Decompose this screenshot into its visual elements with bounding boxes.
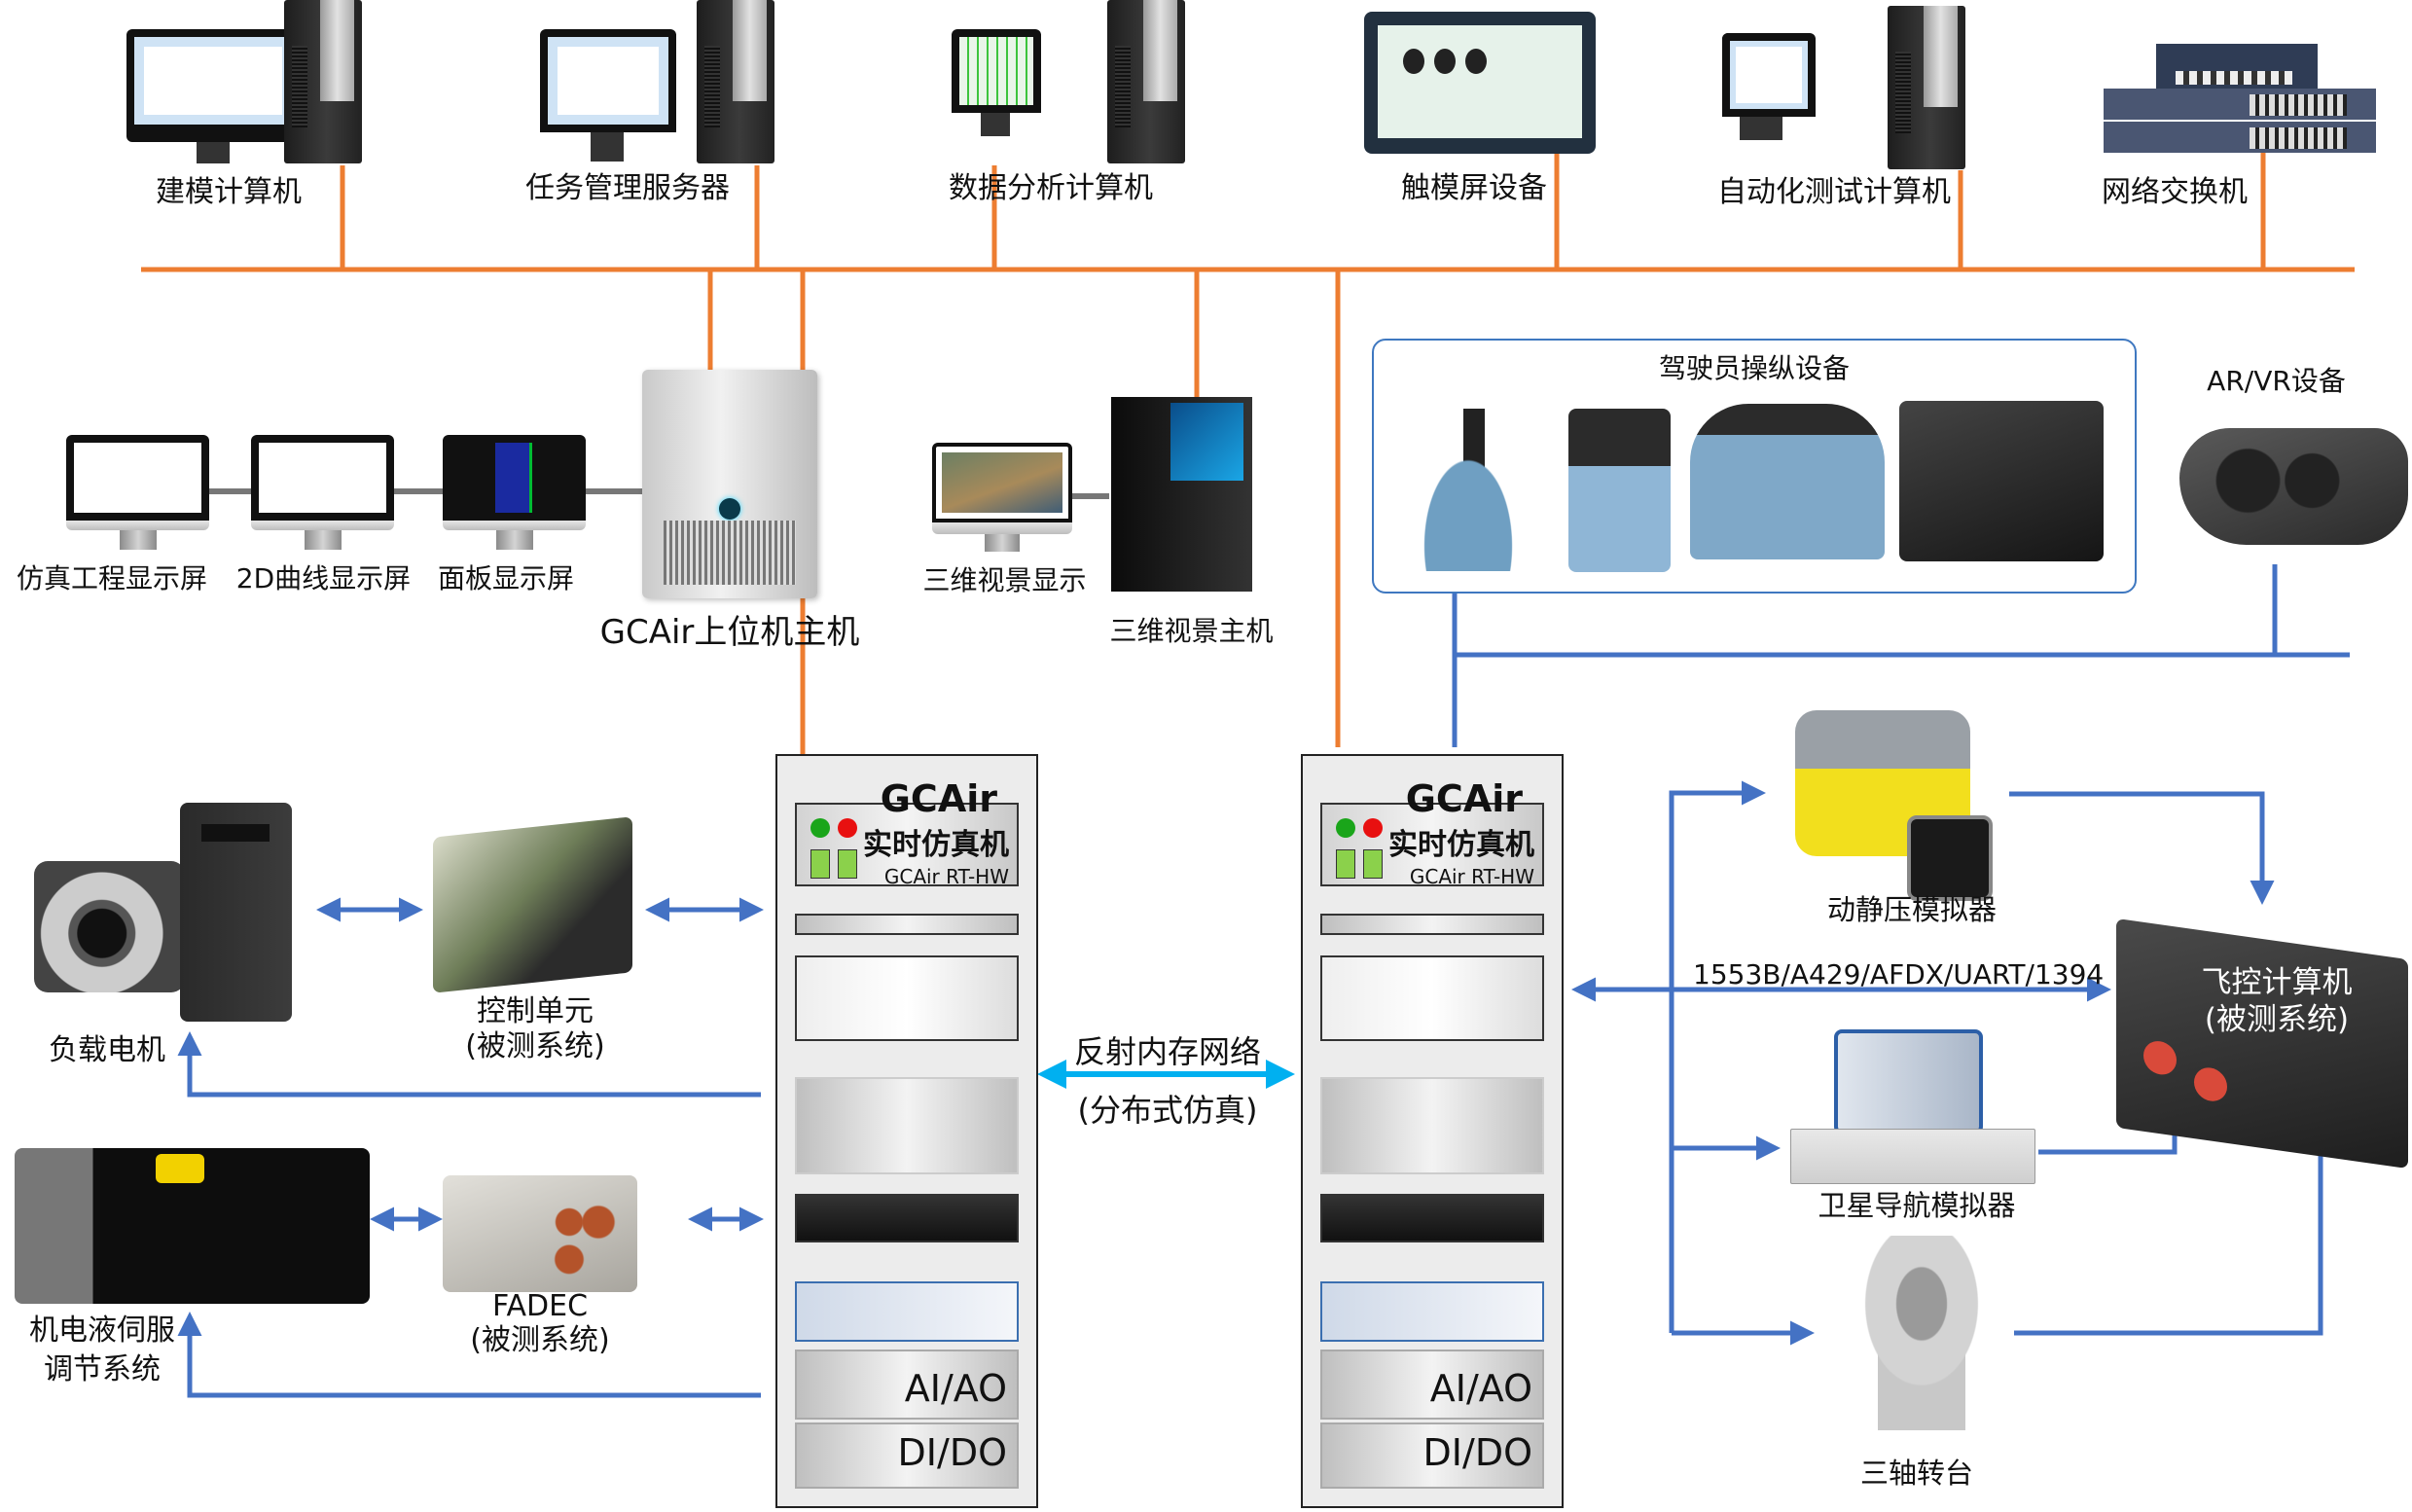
sim-project-monitor [66, 435, 209, 552]
rack-to-motor-feedback [177, 1031, 761, 1098]
auto-test-monitor-full [1722, 33, 1816, 142]
touch-screen-device [1364, 12, 1596, 154]
label-network-switch: 网络交换机 [2102, 175, 2248, 209]
visual-3d-host [1111, 397, 1252, 592]
servo-display [201, 824, 270, 842]
flight-control-computer [2116, 918, 2408, 1170]
label-pilot-controls: 驾驶员操纵设备 [1658, 352, 1850, 384]
data-analysis-monitor [952, 29, 1041, 138]
task-server-tower [697, 0, 774, 163]
electro-hydraulic-servo [15, 1148, 370, 1304]
control-unit [433, 816, 632, 993]
rack-io-analog: AI/AO [904, 1367, 1007, 1410]
label-panel-display: 面板显示屏 [437, 562, 574, 594]
network-switch [2104, 44, 2376, 153]
label-touch-screen: 触模屏设备 [1401, 171, 1547, 205]
label-sim-project-display: 仿真工程显示屏 [16, 562, 207, 594]
label-gcair-host: GCAir上位机主机 [599, 613, 860, 652]
label-fadec: FADEC [491, 1289, 589, 1323]
auto-test-tower [1888, 6, 1965, 169]
label-load-motor: 负载电机 [49, 1033, 165, 1067]
label-control-unit: 控制单元 [477, 994, 594, 1028]
pitot-static-controller [1907, 815, 1993, 901]
label-visual-3d-host: 三维视景主机 [1109, 615, 1274, 647]
load-motor [34, 861, 185, 992]
arvr-headset [2179, 428, 2408, 545]
label-fcc-sub: (被测系统) [2204, 1002, 2350, 1037]
power-icon [719, 497, 740, 520]
curve-2d-monitor [251, 435, 394, 552]
rack-brand: GCAir [1405, 777, 1523, 820]
modeling-tower [284, 0, 362, 163]
label-data-analysis-pc: 数据分析计算机 [949, 171, 1153, 205]
three-axis-turntable [1834, 1236, 2009, 1430]
rt-simulator-rack-right: GCAir 实时仿真机 GCAir RT-HW AI/AO DI/DO [1301, 754, 1564, 1508]
rack-to-servo-feedback [177, 1312, 761, 1398]
gnss-pxi-chassis [1834, 1029, 1983, 1134]
rack-io-digital: DI/DO [1422, 1431, 1532, 1474]
modeling-monitor [126, 29, 300, 165]
gcair-host-server [642, 370, 817, 598]
pitot-to-fcc-line [2009, 791, 2275, 905]
label-servo-system-2: 调节系统 [44, 1352, 161, 1386]
rack-model: GCAir RT-HW [883, 865, 1009, 888]
joystick [1395, 404, 1541, 571]
label-arvr: AR/VR设备 [2207, 365, 2346, 397]
panel-monitor [443, 435, 586, 552]
label-auto-test-pc: 自动化测试计算机 [1717, 175, 1951, 209]
rack-title: 实时仿真机 [863, 828, 1009, 862]
fadec-unit [443, 1175, 637, 1292]
label-fcc: 飞控计算机 [2201, 965, 2353, 1000]
rack-model: GCAir RT-HW [1409, 865, 1534, 888]
rt-simulator-rack-left: GCAir 实时仿真机 GCAir RT-HW AI/AO DI/DO [775, 754, 1038, 1508]
task-server-monitor [540, 29, 676, 165]
rack-to-pitot-line [1669, 780, 1766, 1333]
label-gnss-sim: 卫星导航模拟器 [1818, 1189, 2016, 1222]
rudder-pedals [1899, 401, 2104, 561]
gnss-simulator [1790, 1129, 2035, 1184]
label-fadec-sub: (被测系统) [470, 1323, 610, 1357]
twin-throttle [1690, 404, 1885, 559]
label-three-axis: 三轴转台 [1859, 1457, 1973, 1490]
rack-title: 实时仿真机 [1388, 828, 1534, 862]
label-bus-protocols: 1553B/A429/AFDX/UART/1394 [1693, 958, 2105, 990]
turntable-to-fcc-line [2014, 1095, 2333, 1336]
throttle-quadrant [1568, 409, 1671, 572]
data-analysis-tower [1107, 0, 1185, 163]
label-reflective-memory: 反射内存网络 [1073, 1033, 1261, 1070]
label-visual-3d-display: 三维视景显示 [922, 564, 1087, 596]
label-control-unit-sub: (被测系统) [465, 1029, 605, 1063]
pilot-controls-group: 驾驶员操纵设备 [1372, 339, 2137, 594]
rack-io-analog: AI/AO [1429, 1367, 1532, 1410]
label-curve-2d-display: 2D曲线显示屏 [235, 562, 412, 594]
label-task-server: 任务管理服务器 [525, 171, 730, 205]
visual-3d-monitor [932, 443, 1072, 555]
label-pitot-static: 动静压模拟器 [1826, 893, 1997, 926]
label-distributed-sim: (分布式仿真) [1077, 1092, 1258, 1129]
rack-io-digital: DI/DO [897, 1431, 1007, 1474]
label-servo-system-1: 机电液伺服 [29, 1314, 175, 1348]
label-modeling-pc: 建模计算机 [156, 175, 302, 209]
rack-brand: GCAir [880, 777, 997, 820]
servo-drive [180, 803, 292, 1022]
